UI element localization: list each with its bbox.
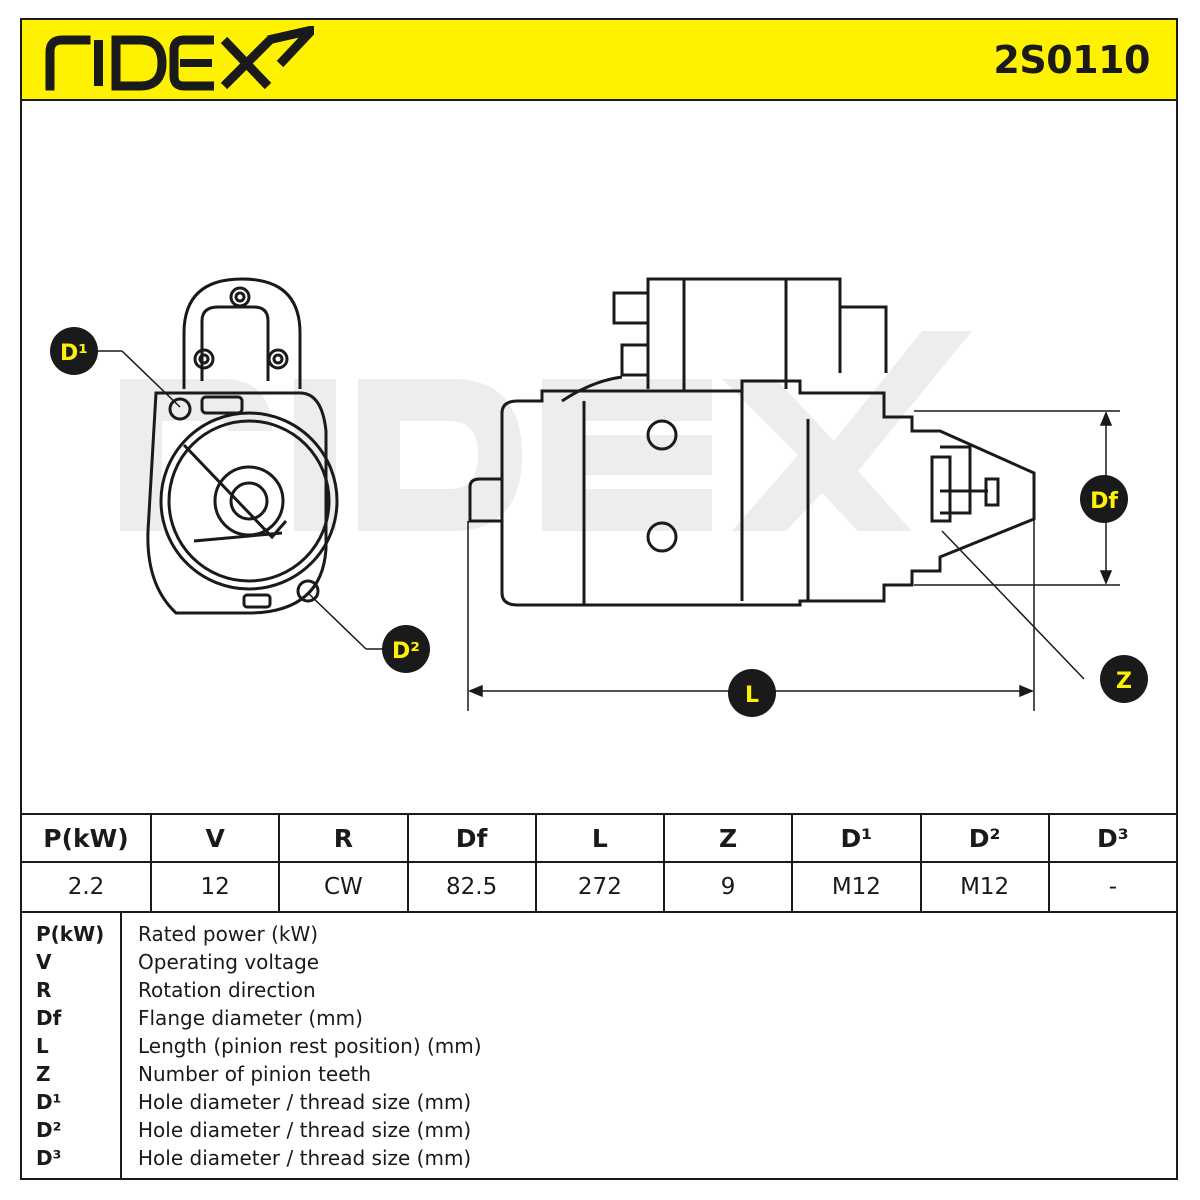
spec-value: M12 [791,861,922,913]
spec-header: P(kW) [20,813,152,863]
legend-symbol: L [36,1034,49,1058]
callout-l-label: L [745,683,759,708]
legend-symbol: D¹ [36,1090,62,1114]
spec-value-row: 2.2 12 CW 82.5 272 9 M12 M12 - [20,861,1179,913]
callout-d2-label: D² [392,639,420,664]
header-bar: 2S0110 [20,18,1178,101]
spec-header: R [278,813,409,863]
spec-value: 9 [662,861,794,913]
spec-header: D² [919,813,1050,863]
legend-description: Flange diameter (mm) [138,1006,363,1030]
legend-symbol: Df [36,1006,62,1030]
spec-value: 82.5 [406,861,537,913]
legend-description: Hole diameter / thread size (mm) [138,1090,472,1114]
spec-value: 272 [534,861,666,913]
spec-value: 12 [149,861,281,913]
legend-symbol: Z [36,1062,51,1086]
side-view [468,277,1036,607]
callout-z: Z [1100,655,1148,703]
watermark [120,331,972,531]
technical-drawing: D¹ D² Df Z L [50,277,1148,717]
spec-header: Z [662,813,794,863]
spec-header: D³ [1047,813,1179,863]
spec-header: L [534,813,666,863]
spec-value: 2.2 [20,861,152,913]
callout-df-label: Df [1090,489,1118,514]
legend: P(kW) Rated power (kW) V Operating voltage… [20,912,1178,1180]
callout-d1-label: D¹ [60,341,88,366]
legend-symbol: P(kW) [36,922,105,946]
legend-symbol: D³ [36,1146,62,1170]
legend-symbol: V [36,950,52,974]
callout-z-label: Z [1116,669,1132,694]
legend-description: Rated power (kW) [138,922,319,946]
legend-description: Operating voltage [138,950,320,974]
legend-description: Hole diameter / thread size (mm) [138,1146,472,1170]
callout-d2: D² [382,625,430,673]
spec-value: - [1047,861,1179,913]
callout-d1: D¹ [50,327,98,375]
callout-df: Df [1080,475,1128,523]
legend-symbol: D² [36,1118,62,1142]
legend-description: Number of pinion teeth [138,1062,372,1086]
spec-header: Df [406,813,537,863]
ridex-logo [45,26,314,91]
spec-header-row: P(kW) V R Df L Z D¹ D² D³ [20,813,1179,863]
spec-header: D¹ [791,813,922,863]
spec-value: M12 [919,861,1050,913]
legend-divider [120,912,122,1178]
legend-symbol: R [36,978,52,1002]
flange-view [146,277,339,615]
legend-description: Rotation direction [138,978,316,1002]
legend-description: Hole diameter / thread size (mm) [138,1118,472,1142]
legend-description: Length (pinion rest position) (mm) [138,1034,482,1058]
spec-table: P(kW) V R Df L Z D¹ D² D³ 2.2 12 CW 82.5… [20,813,1179,913]
spec-value: CW [278,861,409,913]
part-number: 2S0110 [993,38,1150,82]
callout-l: L [728,669,776,717]
spec-header: V [149,813,281,863]
